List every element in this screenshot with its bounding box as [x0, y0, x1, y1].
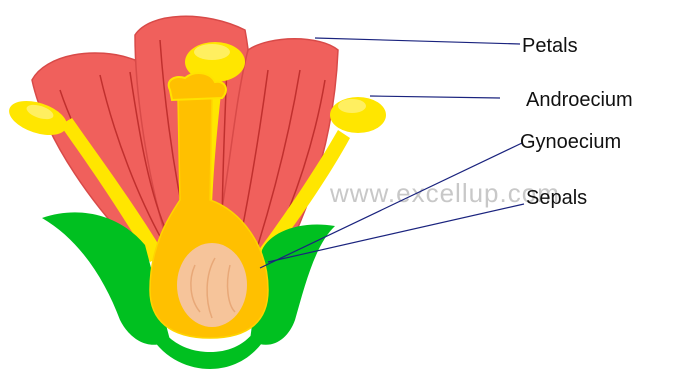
leader-androecium: [370, 96, 500, 98]
label-androecium: Androecium: [526, 89, 633, 111]
label-petals: Petals: [522, 35, 578, 57]
label-gynoecium: Gynoecium: [520, 131, 621, 153]
ovary-chamber: [177, 243, 247, 327]
leader-petals: [315, 38, 520, 44]
label-sepals: Sepals: [526, 187, 587, 209]
